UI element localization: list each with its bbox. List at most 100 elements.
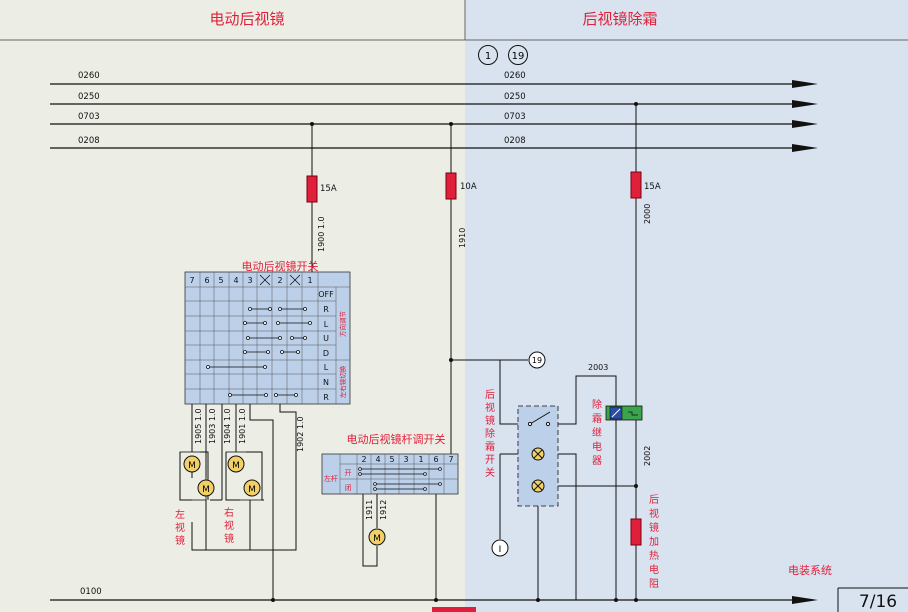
fuse-1-rating: 15A: [320, 184, 337, 194]
left-mirror-label-2: 视: [175, 521, 185, 534]
heater-label-7: 阻: [649, 578, 659, 590]
defrost-switch-label-5: 霜: [485, 441, 495, 453]
lever-col-2: 4: [375, 455, 380, 464]
motor-icon: [243, 479, 261, 497]
bus-0250-right: 0250: [504, 92, 526, 102]
wire-1910: 1910: [458, 228, 467, 248]
bus-0260-left: 0260: [78, 71, 100, 81]
lever-switch: 2 4 5 3 1 6 7 左杆 开 闭: [321, 453, 459, 495]
mirror-switch-row-n: N: [323, 378, 329, 387]
mirror-switch-row-off: OFF: [318, 290, 334, 299]
bus-0703-left: 0703: [78, 112, 100, 122]
wire-2002: 2002: [643, 446, 652, 466]
wire-1905: 1905 1.0: [194, 408, 203, 444]
lever-motor-label: M: [373, 534, 381, 544]
fuse-3: [630, 171, 642, 199]
mirror-switch-row-u: U: [323, 334, 329, 343]
mirror-switch-col-5: 3: [247, 276, 252, 285]
motor-label: M: [188, 461, 196, 471]
right-mirror-label-3: 镜: [224, 532, 234, 545]
heater-label-2: 视: [649, 507, 659, 520]
wire-1904: 1904 1.0: [223, 408, 232, 444]
motor-label: M: [202, 485, 210, 495]
wire-2003: 2003: [588, 363, 608, 372]
mirror-switch-col-4: 4: [233, 276, 238, 285]
ground-marker: [491, 539, 509, 557]
relay-label-2: 霜: [592, 413, 602, 425]
marker-19-ref-label: 19: [532, 356, 542, 365]
relay-label-3: 继: [592, 426, 602, 439]
marker-19-ref: [528, 351, 546, 369]
relay-label-4: 电: [592, 440, 602, 453]
wire-2000: 2000: [643, 204, 652, 224]
ground-wire-label: 0100: [80, 587, 102, 597]
heater-label-4: 加: [649, 536, 659, 548]
wire-1912: 1912: [379, 500, 388, 520]
right-mirror-label-2: 视: [224, 519, 234, 532]
defrost-switch-label-2: 视: [485, 401, 495, 414]
motor-icon: [183, 455, 201, 473]
wire-1903: 1903 1.0: [208, 408, 217, 444]
marker-19: [508, 45, 528, 65]
wire-1911: 1911: [365, 500, 374, 520]
lever-col-6: 6: [433, 455, 438, 464]
defrost-switch-label-6: 开: [485, 455, 495, 466]
heater-resistor: [630, 518, 642, 546]
mirror-switch-row-r2: R: [323, 393, 329, 402]
lever-row-open: 开: [345, 469, 352, 477]
fuse-2: [445, 172, 457, 200]
switch-contacts: [206, 307, 312, 397]
relay-label-5: 器: [592, 455, 602, 467]
heater-label-1: 后: [649, 494, 659, 506]
lever-col-1: 2: [361, 455, 366, 464]
bus-0208-right: 0208: [504, 136, 526, 146]
system-label: 电装系统: [788, 564, 832, 577]
left-mirror-motors: M M: [179, 451, 215, 501]
bus-0703-right: 0703: [504, 112, 526, 122]
mirror-switch-col-3: 5: [218, 276, 223, 285]
right-panel-bg: [465, 0, 908, 612]
defrost-switch: [517, 405, 559, 507]
mirror-switch-col-7: 2: [277, 276, 282, 285]
mirror-switch-col-2: 6: [204, 276, 209, 285]
wire-1900: 1900 1.0: [317, 216, 326, 252]
wire-1902: 1902 1.0: [296, 416, 305, 452]
mirror-switch: 7 6 5 4 3 2 1 OFF R L U D L N R 方向调节 左右镜…: [184, 271, 351, 405]
left-mirror-label-3: 镜: [175, 534, 185, 547]
lever-col-3: 5: [389, 455, 394, 464]
mirror-switch-col-9: 1: [307, 276, 312, 285]
fuse-2-rating: 10A: [460, 182, 477, 192]
lever-wires: [362, 494, 437, 600]
marker-19-label: 19: [512, 51, 525, 62]
bus-lines: [50, 83, 800, 601]
right-mirror-label-1: 右: [224, 506, 234, 519]
mirror-switch-row-l2: L: [324, 363, 329, 372]
heater-label-6: 电: [649, 563, 659, 576]
marker-1-label: 1: [485, 51, 491, 62]
lever-col-5: 1: [418, 455, 423, 464]
wire-1901: 1901 1.0: [238, 408, 247, 444]
header-left-title: 电动后视镜: [209, 10, 284, 28]
motor-icon: [227, 455, 245, 473]
left-mirror-label-1: 左: [175, 508, 185, 521]
lever-col-4: 3: [403, 455, 408, 464]
mirror-switch-group-adjust: 方向调节: [338, 311, 347, 338]
bottom-tab-marker: [432, 607, 476, 612]
motor-icon: [368, 528, 386, 546]
mirror-switch-row-l: L: [324, 320, 329, 329]
bus-0260-right: 0260: [504, 71, 526, 81]
lever-switch-title: 电动后视镜杆调开关: [347, 432, 446, 446]
mirror-switch-row-r: R: [323, 305, 329, 314]
relay-label-1: 除: [592, 398, 602, 411]
lever-row-close: 闭: [345, 484, 352, 492]
bus-0208-left: 0208: [78, 136, 100, 146]
motor-label: M: [248, 485, 256, 495]
ground-marker-label: I: [499, 545, 502, 555]
defrost-switch-label-3: 镜: [485, 414, 495, 427]
mirror-switch-row-d: D: [323, 349, 329, 358]
defrost-switch-label-4: 除: [485, 427, 495, 440]
page-number: 7/16: [859, 592, 897, 612]
heater-label-5: 热: [649, 549, 659, 562]
